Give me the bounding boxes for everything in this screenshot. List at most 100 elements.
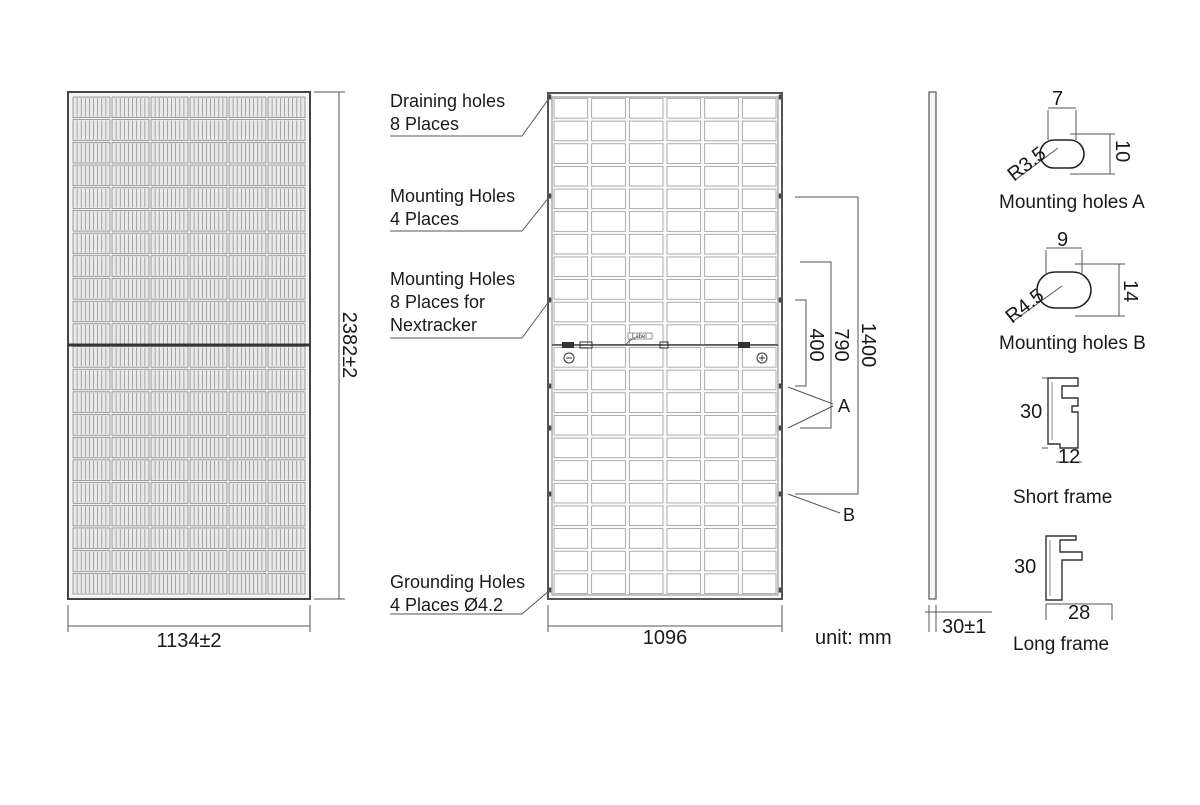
- front-cell: [189, 232, 228, 255]
- back-cell: [666, 437, 702, 459]
- front-cell: [189, 142, 228, 164]
- front-cell: [150, 210, 189, 232]
- front-cell: [228, 573, 267, 595]
- front-cell: [111, 119, 150, 141]
- front-cell: [111, 391, 150, 413]
- back-cell: [666, 233, 702, 255]
- back-cell: [704, 505, 739, 526]
- back-cell: [553, 460, 589, 481]
- back-cell: [741, 324, 777, 345]
- back-cell: [553, 482, 589, 504]
- back-cell: [741, 256, 777, 277]
- back-cell: [666, 528, 702, 549]
- back-cell: [628, 550, 664, 572]
- front-cell: [111, 96, 150, 118]
- front-cell: [72, 482, 111, 504]
- callout-mounting4-line1: Mounting Holes: [390, 186, 515, 206]
- front-cell: [150, 391, 189, 413]
- hole-b-height: 14: [1119, 280, 1141, 302]
- front-cell-grid: [72, 96, 306, 595]
- front-cell: [72, 255, 111, 277]
- front-cell: [267, 391, 306, 413]
- callout-mounting8-line2: 8 Places for: [390, 292, 485, 312]
- back-cell: [741, 573, 777, 594]
- back-cell: [628, 573, 664, 594]
- front-cell: [150, 164, 189, 187]
- back-cell: [704, 301, 739, 323]
- back-cell: [704, 460, 739, 481]
- back-cell: [628, 301, 664, 323]
- back-cell: [553, 505, 589, 526]
- front-cell: [267, 210, 306, 232]
- back-cell: [553, 528, 589, 549]
- front-cell: [228, 414, 267, 436]
- back-cell: [741, 98, 777, 119]
- front-cell: [267, 119, 306, 141]
- label-b: B: [843, 505, 855, 525]
- front-cell: [228, 187, 267, 209]
- front-cell: [72, 550, 111, 572]
- back-cell: [704, 550, 739, 572]
- front-cell: [111, 459, 150, 481]
- back-cell: [628, 120, 664, 142]
- back-cell: [591, 279, 626, 300]
- front-cell: [228, 232, 267, 255]
- dim-400-label: 400: [805, 328, 827, 361]
- back-cell: [591, 324, 626, 345]
- front-cell: [267, 482, 306, 504]
- front-cell: [228, 142, 267, 164]
- back-cell: [591, 301, 626, 323]
- front-cell: [150, 300, 189, 323]
- back-cell: [704, 347, 739, 368]
- front-cell: [111, 278, 150, 300]
- back-cell: [553, 166, 589, 187]
- back-cell: [591, 347, 626, 368]
- back-cell: [553, 369, 589, 391]
- front-cell: [72, 436, 111, 459]
- front-cell: [189, 300, 228, 323]
- dim-790-label: 790: [830, 328, 852, 361]
- back-cell: [628, 460, 664, 481]
- short-frame-height: 30: [1020, 401, 1042, 423]
- front-cell: [72, 527, 111, 549]
- front-cell: [150, 436, 189, 459]
- back-cell: [666, 573, 702, 594]
- front-cell: [150, 527, 189, 549]
- front-cell: [228, 278, 267, 300]
- front-cell: [72, 210, 111, 232]
- back-callout-leaders: [390, 96, 551, 615]
- back-cell: [628, 143, 664, 164]
- back-cell: [628, 437, 664, 459]
- front-cell: [111, 255, 150, 277]
- front-cell: [228, 436, 267, 459]
- front-cell: [189, 255, 228, 277]
- connector-center: [659, 341, 669, 349]
- back-cell: [628, 347, 664, 368]
- back-cell: [591, 460, 626, 481]
- back-cell: [666, 482, 702, 504]
- front-height-dimension: 2382±2: [314, 91, 360, 600]
- back-cell: [553, 143, 589, 164]
- back-cell: [591, 482, 626, 504]
- front-cell: [189, 278, 228, 300]
- front-cell: [189, 187, 228, 209]
- back-cell: [553, 211, 589, 232]
- back-cell: [741, 120, 777, 142]
- back-cell: [591, 256, 626, 277]
- back-cell: [741, 279, 777, 300]
- back-cell: [628, 279, 664, 300]
- edge-hole: [778, 193, 782, 199]
- back-cell: [666, 188, 702, 210]
- front-cell: [267, 187, 306, 209]
- back-cell: [704, 415, 739, 436]
- back-cell: [741, 369, 777, 391]
- front-cell: [228, 482, 267, 504]
- front-cell: [150, 573, 189, 595]
- short-frame-width: 12: [1058, 446, 1080, 468]
- front-cell: [72, 368, 111, 391]
- front-cell: [267, 550, 306, 572]
- back-cell: [666, 505, 702, 526]
- front-cell: [150, 187, 189, 209]
- back-cell: [591, 166, 626, 187]
- back-cell: [666, 324, 702, 345]
